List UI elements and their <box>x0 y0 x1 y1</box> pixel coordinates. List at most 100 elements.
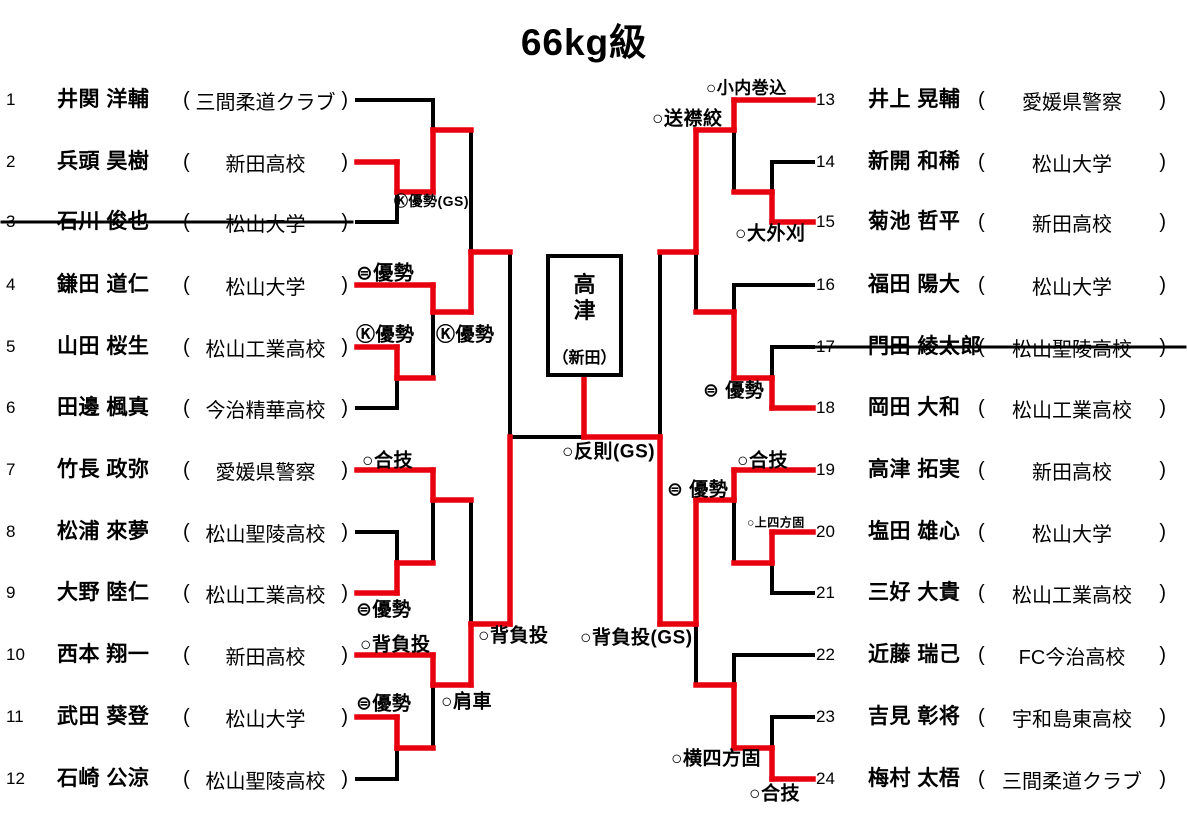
match-result-label: ○合技 <box>749 783 800 805</box>
entrant-club-group: (三間柔道クラブ) <box>183 85 348 115</box>
entrant-club-group: (愛媛県警察) <box>978 85 1166 115</box>
entrant-club: 松山聖陵高校 <box>205 523 326 546</box>
entrant-club: 新田高校 <box>225 153 306 176</box>
close-paren: ) <box>341 396 348 419</box>
seed-number: 4 <box>6 275 16 294</box>
open-paren: ( <box>183 150 190 173</box>
entrant-club-group: (松山聖陵高校) <box>183 764 348 794</box>
entrant-club: 新田高校 <box>1032 461 1112 484</box>
close-paren: ) <box>1159 705 1166 728</box>
open-paren: ( <box>978 396 985 419</box>
entrant-club: 松山大学 <box>225 276 306 299</box>
seed-number: 14 <box>816 152 835 171</box>
open-paren: ( <box>183 458 190 481</box>
match-result-label: ○背負投(GS) <box>580 627 693 649</box>
entrant-club: 愛媛県警察 <box>215 461 316 484</box>
entrant-club: 愛媛県警察 <box>1022 91 1122 114</box>
entrant-name: 山田 桜生 <box>57 335 150 358</box>
open-paren: ( <box>183 210 190 233</box>
open-paren: ( <box>183 767 190 790</box>
close-paren: ) <box>341 210 348 233</box>
entrant-row: 11 武田 葵登 (松山大学) <box>0 702 353 732</box>
entrant-club: 松山工業高校 <box>1012 584 1132 607</box>
match-result-label: ○合技 <box>737 450 788 472</box>
entrant-club: 松山工業高校 <box>1012 399 1132 422</box>
entrant-name: 石崎 公涼 <box>57 767 150 790</box>
open-paren: ( <box>978 335 985 358</box>
entrant-club: 松山大学 <box>1032 153 1112 176</box>
match-result-label: ○背負投 <box>360 634 431 656</box>
seed-number: 1 <box>6 90 16 109</box>
close-paren: ) <box>1159 643 1166 666</box>
entrant-name: 吉見 彰将 <box>868 705 961 728</box>
seed-number: 11 <box>6 707 24 726</box>
entrant-name: 井上 晃輔 <box>868 88 961 111</box>
champion-box: 高津 （新田） <box>546 254 623 377</box>
entrant-club-group: (新田高校) <box>978 455 1166 485</box>
entrant-name: 岡田 大和 <box>868 396 961 419</box>
seed-number: 17 <box>816 337 835 356</box>
champion-name: 高津 <box>573 272 596 323</box>
page-title: 66kg級 <box>520 22 648 63</box>
open-paren: ( <box>183 88 190 111</box>
entrant-club: 松山工業高校 <box>205 584 326 607</box>
match-result-label: ⊜優勢 <box>356 599 412 621</box>
close-paren: ) <box>341 458 348 481</box>
seed-number: 24 <box>816 769 835 788</box>
open-paren: ( <box>978 210 985 233</box>
entrant-club-group: (松山大学) <box>183 702 348 732</box>
seed-number: 6 <box>6 398 16 417</box>
champion-club: （新田） <box>552 350 617 367</box>
seed-number: 12 <box>6 769 25 788</box>
entrant-name: 石川 俊也 <box>57 210 150 233</box>
seed-number: 23 <box>816 707 835 726</box>
entrant-name: 武田 葵登 <box>57 705 150 728</box>
entrant-name: 門田 綾太郎 <box>868 335 982 358</box>
open-paren: ( <box>183 643 190 666</box>
close-paren: ) <box>1159 458 1166 481</box>
entrant-club-group: (新田高校) <box>183 147 348 177</box>
open-paren: ( <box>183 273 190 296</box>
open-paren: ( <box>978 705 985 728</box>
seed-number: 13 <box>816 90 835 109</box>
entrant-club-group: (新田高校) <box>978 207 1166 237</box>
seed-number: 8 <box>6 522 16 541</box>
entrant-name: 梅村 太梧 <box>868 767 961 790</box>
entrant-name: 井関 洋輔 <box>57 88 150 111</box>
entrant-name: 新開 和稀 <box>868 150 961 173</box>
open-paren: ( <box>183 705 190 728</box>
match-result-label: ○大外刈 <box>735 223 806 245</box>
seed-number: 3 <box>6 212 16 231</box>
close-paren: ) <box>1159 88 1166 111</box>
match-result-label: ⊜ 優勢 <box>667 479 729 501</box>
entrant-club: 三間柔道クラブ <box>1002 770 1142 793</box>
match-result-label: ○横四方固 <box>671 748 761 770</box>
entrant-name: 兵頭 昊樹 <box>57 150 150 173</box>
seed-number: 9 <box>6 583 16 602</box>
match-result-label: ○送襟絞 <box>652 108 723 130</box>
entrant-club: 新田高校 <box>1032 213 1112 236</box>
close-paren: ) <box>341 273 348 296</box>
open-paren: ( <box>978 273 985 296</box>
open-paren: ( <box>978 767 985 790</box>
close-paren: ) <box>1159 273 1166 296</box>
entrant-club: 今治精華高校 <box>205 399 326 422</box>
close-paren: ) <box>1159 335 1166 358</box>
open-paren: ( <box>978 520 985 543</box>
seed-number: 5 <box>6 337 16 356</box>
entrant-club: 松山聖陵高校 <box>205 770 326 793</box>
